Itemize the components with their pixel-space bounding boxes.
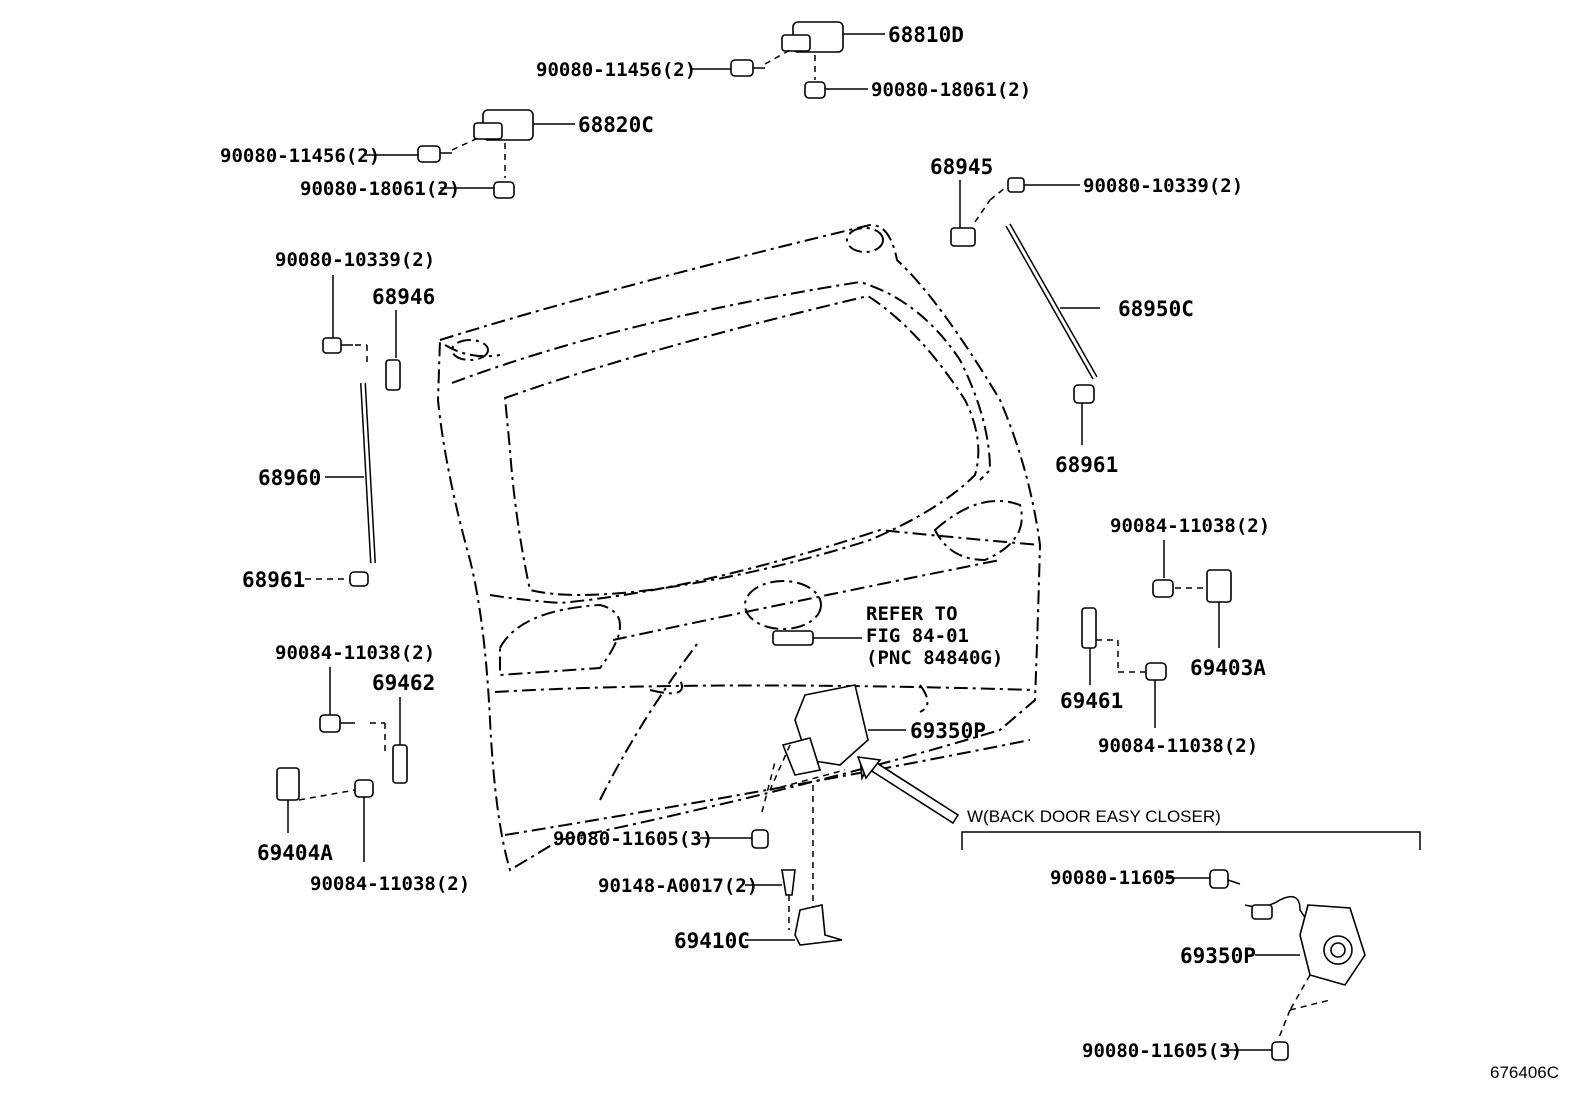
lock-69350p-a xyxy=(794,684,869,766)
variant-arrow xyxy=(856,756,960,825)
label-68961-a: 68961 xyxy=(1055,453,1118,477)
label-90084-11038-a: 90084-11038(2) xyxy=(1110,515,1270,537)
bracket-69462 xyxy=(392,744,408,784)
label-90084-11038-d: 90084-11038(2) xyxy=(310,873,470,895)
label-69461: 69461 xyxy=(1060,689,1123,713)
label-68946: 68946 xyxy=(372,285,435,309)
easy-closer-variant-group: W(BACK DOOR EASY CLOSER) 90080-11605 693… xyxy=(961,807,1421,1062)
left-striker-group: 90084-11038(2) 69462 69404A 90084-11038(… xyxy=(257,642,470,895)
label-90084-11038-b: 90084-11038(2) xyxy=(1098,735,1258,757)
label-69404a: 69404A xyxy=(257,841,333,865)
screw-90148-a0017 xyxy=(781,869,796,896)
label-68950c: 68950C xyxy=(1118,297,1194,321)
label-69403a: 69403A xyxy=(1190,656,1266,680)
center-lock-group: REFER TO FIG 84-01 (PNC 84840G) 69350P 9… xyxy=(553,603,1003,953)
variant-note: W(BACK DOOR EASY CLOSER) xyxy=(967,807,1221,826)
right-stay-group: 68945 90080-10339(2) 68950C 68961 xyxy=(930,155,1243,477)
refer-line-2: FIG 84-01 xyxy=(866,625,969,647)
bolt-90080-10339-b xyxy=(322,337,342,354)
figure-id: 676406C xyxy=(1490,1063,1559,1082)
hinge-68810d-group: 68810D 90080-11456(2) 90080-18061(2) xyxy=(536,21,1031,101)
bolt-90080-11456-a xyxy=(730,59,754,77)
label-69410c: 69410C xyxy=(674,929,750,953)
label-68820c: 68820C xyxy=(578,113,654,137)
label-90080-11605-3a: 90080-11605(3) xyxy=(553,828,713,850)
label-69350p-a: 69350P xyxy=(910,719,986,743)
nut-90080-18061-b xyxy=(493,181,515,199)
bolt-90080-11456-b xyxy=(417,145,441,163)
stud-68961-a xyxy=(1073,384,1095,404)
bolt-90080-11605-3b xyxy=(1271,1041,1289,1061)
left-stay-group: 90080-10339(2) 68946 68960 68961 xyxy=(242,249,435,592)
label-90084-11038-c: 90084-11038(2) xyxy=(275,642,435,664)
bolt-90084-11038-b xyxy=(1145,662,1167,681)
label-68945: 68945 xyxy=(930,155,993,179)
label-68960: 68960 xyxy=(258,466,321,490)
cover-69410c xyxy=(794,904,843,946)
bolt-90084-11038-d xyxy=(354,779,374,798)
bracket-69461 xyxy=(1081,607,1097,649)
label-90080-10339-b: 90080-10339(2) xyxy=(275,249,435,271)
bracket-68945 xyxy=(950,227,976,247)
bracket-68946 xyxy=(385,359,401,391)
label-90080-18061-b: 90080-18061(2) xyxy=(300,178,460,200)
label-90080-11456-a: 90080-11456(2) xyxy=(536,59,696,81)
label-90080-11605: 90080-11605 xyxy=(1050,867,1176,889)
label-68961-b: 68961 xyxy=(242,568,305,592)
right-striker-group: 90084-11038(2) 69403A 69461 90084-11038(… xyxy=(1060,515,1270,757)
bolt-90080-10339-a xyxy=(1007,177,1025,193)
label-90080-11456-b: 90080-11456(2) xyxy=(220,145,380,167)
refer-line-3: (PNC 84840G) xyxy=(866,647,1003,669)
label-69462: 69462 xyxy=(372,671,435,695)
label-68810d: 68810D xyxy=(888,23,964,47)
bolt-90080-11605 xyxy=(1209,869,1229,889)
label-90148-a0017: 90148-A0017(2) xyxy=(598,875,758,897)
label-90080-18061-a: 90080-18061(2) xyxy=(871,79,1031,101)
striker-69403a xyxy=(1206,569,1232,603)
bolt-90084-11038-c xyxy=(319,714,341,733)
hinge-68820c-group: 68820C 90080-11456(2) 90080-18061(2) xyxy=(220,109,654,200)
stud-68961-b xyxy=(349,571,369,587)
handle-84840g xyxy=(772,630,814,646)
nut-90080-18061-a xyxy=(804,81,826,99)
label-90080-11605-3b: 90080-11605(3) xyxy=(1082,1040,1242,1062)
refer-line-1: REFER TO xyxy=(866,603,958,625)
bolt-90080-11605-3a xyxy=(751,829,769,849)
bolt-90084-11038-a xyxy=(1152,579,1174,598)
label-69350p-b: 69350P xyxy=(1180,944,1256,968)
label-90080-10339-a: 90080-10339(2) xyxy=(1083,175,1243,197)
striker-69404a xyxy=(276,767,300,801)
back-door-panel xyxy=(436,223,1042,872)
